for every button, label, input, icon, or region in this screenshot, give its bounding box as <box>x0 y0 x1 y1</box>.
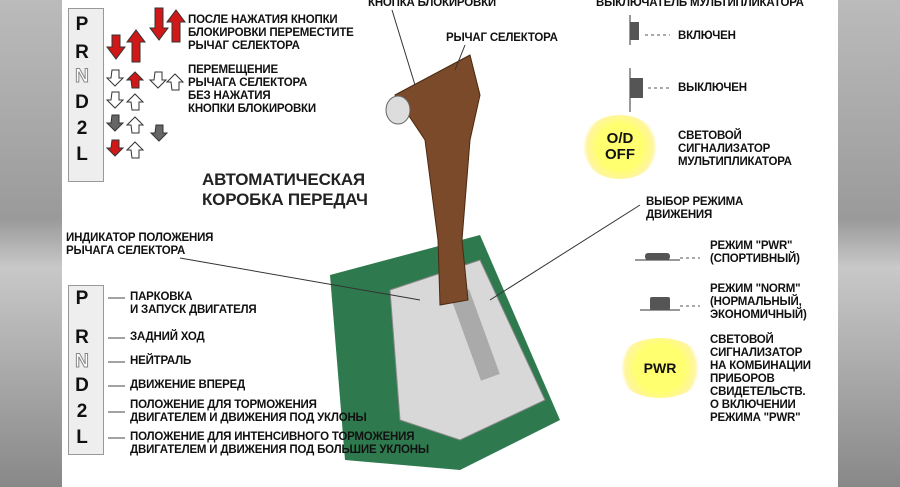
indicator-leaders <box>108 297 125 439</box>
gear-indicator-bottom <box>68 285 104 455</box>
od-off-label: ВЫКЛЮЧЕН <box>678 82 747 94</box>
gear-n-bottom: N <box>75 351 90 373</box>
mode-select-label: ВЫБОР РЕЖИМА ДВИЖЕНИЯ <box>646 196 744 221</box>
gear-desc-n: НЕЙТРАЛЬ <box>130 355 192 367</box>
gear-r: R <box>75 42 89 63</box>
od-switch-off-icon <box>629 68 670 112</box>
indicator-label: ИНДИКАТОР ПОЛОЖЕНИЯ РЫЧАГА СЕЛЕКТОРА <box>66 232 214 257</box>
gear-l: L <box>76 144 88 165</box>
gear-desc-p: ПАРКОВКА И ЗАПУСК ДВИГАТЕЛЯ <box>130 291 257 316</box>
pwr-mode-button-icon <box>635 253 700 261</box>
pwr-light-label: СВЕТОВОЙ СИГНАЛИЗАТОР НА КОМБИНАЦИИ ПРИБ… <box>710 334 811 424</box>
od-light-label: СВЕТОВОЙ СИГНАЛИЗАТОР МУЛЬТИПЛИКАТОРА <box>678 130 792 168</box>
pwr-mode-label: РЕЖИМ "PWR" (СПОРТИВНЫЙ) <box>710 240 800 265</box>
norm-mode-button-icon <box>640 297 700 311</box>
selector-lever <box>394 54 481 306</box>
gear-2: 2 <box>76 118 88 139</box>
without-button-label: ПЕРЕМЕЩЕНИЕ РЫЧАГА СЕЛЕКТОРА БЕЗ НАЖАТИЯ… <box>188 64 316 115</box>
page-title: АВТОМАТИЧЕСКАЯ КОРОБКА ПЕРЕДАЧ <box>202 170 368 209</box>
gear-l-bottom: L <box>76 427 88 448</box>
gear-d-bottom: D <box>75 375 89 396</box>
od-off-badge: O/D OFF <box>580 115 660 179</box>
od-on-label: ВКЛЮЧЕН <box>678 30 736 42</box>
gear-p-bottom: P <box>75 288 89 309</box>
selector-lever-label: РЫЧАГ СЕЛЕКТОРА <box>446 32 558 44</box>
gear-p: P <box>75 14 89 35</box>
pwr-badge: PWR <box>615 338 705 398</box>
gear-d: D <box>75 92 89 113</box>
od-switch-on-icon <box>629 15 670 45</box>
shift-arrows <box>105 7 186 159</box>
gear-desc-d: ДВИЖЕНИЕ ВПЕРЕД <box>130 379 246 391</box>
gear-desc-r: ЗАДНИЙ ХОД <box>130 331 205 343</box>
gear-desc-l: ПОЛОЖЕНИЕ ДЛЯ ИНТЕНСИВНОГО ТОРМОЖЕНИЯ ДВ… <box>130 431 429 456</box>
gear-n: N <box>75 66 90 88</box>
blurred-border-right <box>838 0 900 487</box>
shift-slot <box>450 289 500 381</box>
with-button-label: ПОСЛЕ НАЖАТИЯ КНОПКИ БЛОКИРОВКИ ПЕРЕМЕСТ… <box>188 14 354 52</box>
gear-desc-2: ПОЛОЖЕНИЕ ДЛЯ ТОРМОЖЕНИЯ ДВИГАТЕЛЕМ И ДВ… <box>130 399 367 424</box>
gear-r-bottom: R <box>75 327 89 348</box>
lock-button-label: КНОПКА БЛОКИРОВКИ <box>368 0 496 9</box>
gear-2-bottom: 2 <box>76 401 88 422</box>
norm-mode-label: РЕЖИМ "NORM" (НОРМАЛЬНЫЙ, ЭКОНОМИЧНЫЙ) <box>710 283 807 321</box>
od-switch-label: ВЫКЛЮЧАТЕЛЬ МУЛЬТИПЛИКАТОРА <box>596 0 804 9</box>
lock-button-icon <box>385 95 411 125</box>
blurred-border-left <box>0 0 62 487</box>
gear-indicator-top <box>68 8 104 182</box>
